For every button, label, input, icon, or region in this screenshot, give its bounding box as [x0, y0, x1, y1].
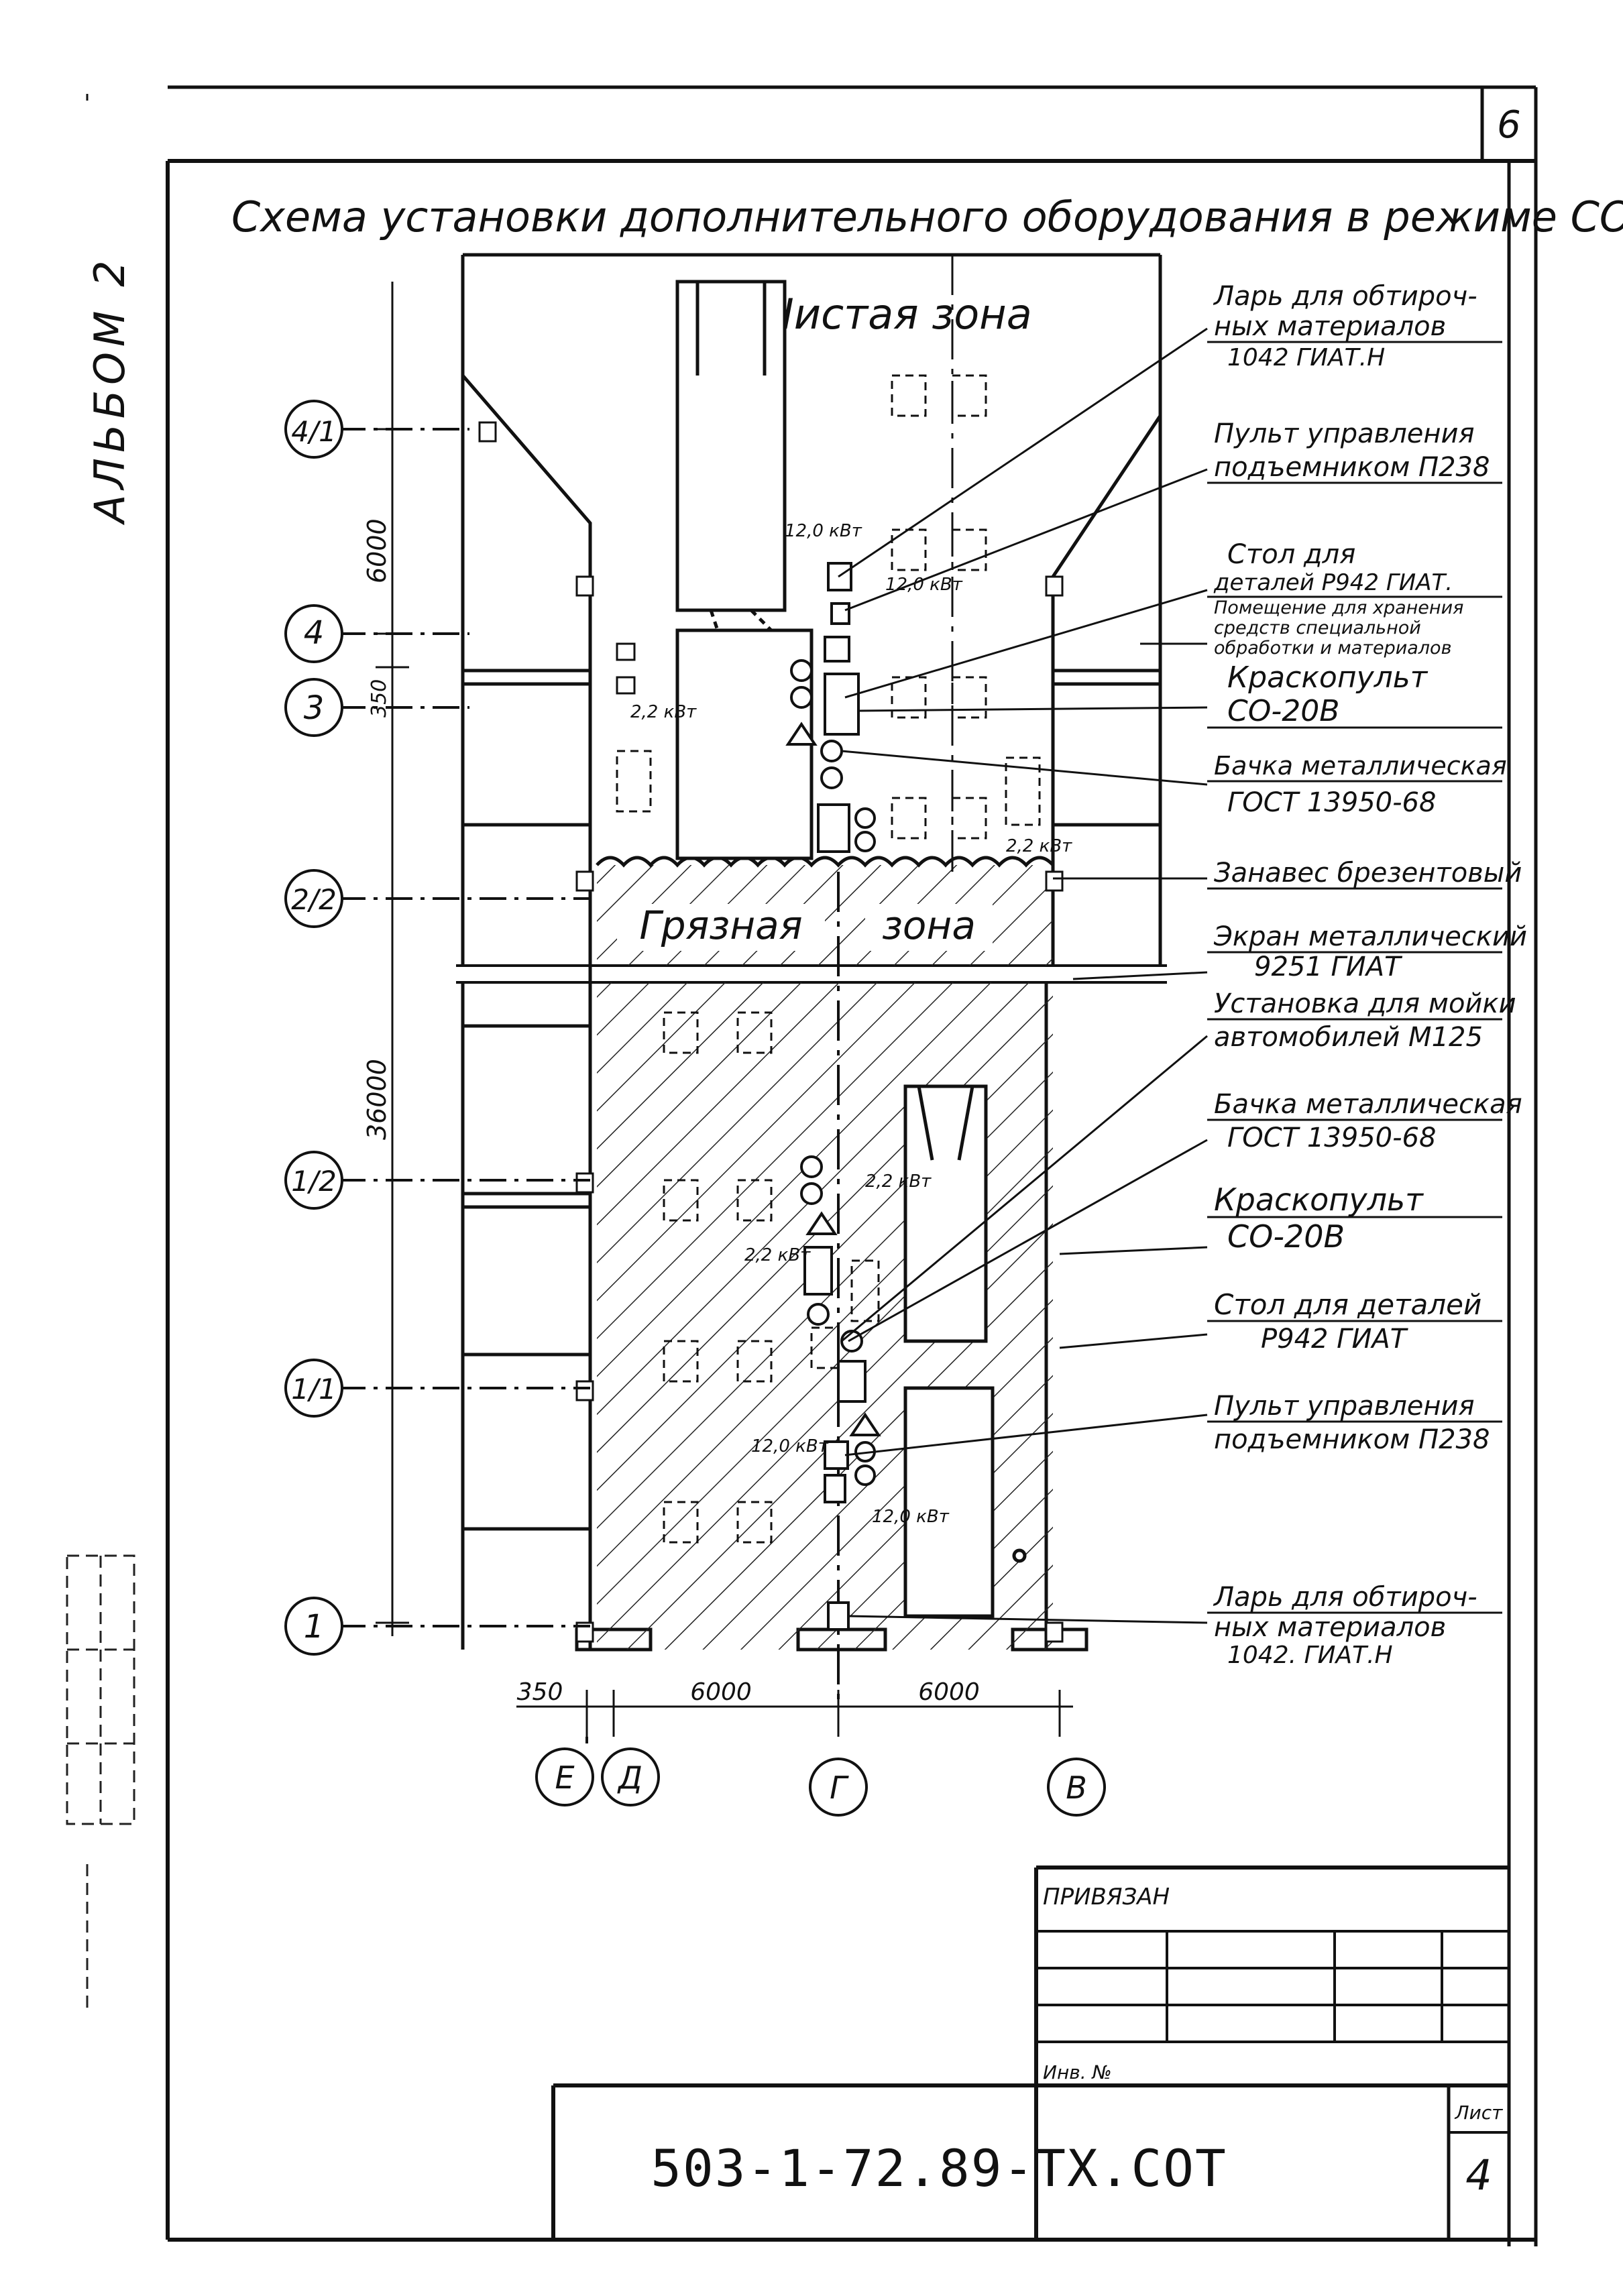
callout-line: Стол для [1227, 539, 1355, 570]
callout-line: СО-20В [1227, 694, 1339, 728]
corner-number: 6 [1497, 103, 1521, 147]
axis-label-column: В [1066, 1770, 1087, 1806]
callout-line: Занавес брезентовый [1214, 858, 1522, 888]
axis-label-row: 4 [304, 614, 325, 652]
tarpaulin-curtain [596, 856, 1054, 868]
callouts: Ларь для обтироч- ных материалов 1042 ГИ… [1213, 281, 1527, 1669]
sheet-label: Лист [1455, 2102, 1504, 2124]
callout-line: Установка для мойки [1214, 988, 1516, 1019]
callout-line: 1042 ГИАТ.Н [1227, 344, 1385, 371]
callout-line: ных материалов [1214, 1612, 1446, 1643]
callout-line: Краскопульт [1214, 1182, 1424, 1218]
dirty-zone-label-2: зона [882, 903, 976, 948]
power-label: 2,2 кВт [744, 1245, 811, 1265]
axis-label-row: 1 [304, 1608, 325, 1646]
vehicle-upper [675, 280, 814, 860]
horizontal-dimension [516, 1690, 1073, 1737]
callout-line: 1042. ГИАТ.Н [1227, 1642, 1393, 1669]
tie-label: ПРИВЯЗАН [1043, 1884, 1170, 1910]
equipment-symbols [785, 562, 881, 1631]
axis-label-row: 1/2 [291, 1165, 337, 1198]
callout-line: 9251 ГИАТ [1254, 952, 1403, 982]
power-label: 12,0 кВт [751, 1436, 829, 1456]
callout-underlines [1207, 341, 1502, 1614]
callout-line: обработки и материалов [1214, 638, 1452, 658]
dim-vertical-350: 350 [368, 679, 391, 718]
dirty-label-bg-2 [865, 904, 993, 951]
album-label: АЛЬБОМ 2 [85, 255, 134, 526]
power-label: 12,0 кВт [872, 1507, 950, 1527]
callout-line: подъемником П238 [1214, 452, 1490, 483]
callout-line: Экран металлический [1213, 921, 1527, 952]
drawing-title: Схема установки дополнительного оборудов… [231, 192, 1623, 241]
axis-label-column: Е [555, 1760, 574, 1796]
axis-label-column: Д [617, 1760, 642, 1796]
clean-zone-label: Чистая зона [765, 290, 1031, 339]
column-axis-bubbles [535, 1737, 1106, 1817]
power-label: 12,0 кВт [885, 575, 963, 595]
callout-line: Бачка металлическая [1214, 1089, 1522, 1120]
callout-leaders [838, 327, 1208, 1624]
axis-label-row: 4/1 [291, 415, 337, 448]
axis-label-column: Г [830, 1770, 849, 1806]
power-labels: 12,0 кВт 12,0 кВт 2,2 кВт 2,2 кВт 2,2 кВ… [630, 521, 1072, 1527]
power-label: 2,2 кВт [865, 1171, 932, 1192]
sheet-number: 4 [1465, 2150, 1492, 2199]
dim-vertical-6000: 6000 [362, 518, 392, 583]
axis-label-row: 3 [304, 689, 325, 727]
vehicle-lower [903, 1084, 1027, 1618]
sheet-frame [86, 85, 1538, 2246]
vertical-dimension [376, 282, 409, 1636]
inventory-label: Инв. № [1043, 2061, 1112, 2083]
dim-vertical-36000: 36000 [362, 1059, 392, 1140]
callout-line: ГОСТ 13950-68 [1227, 787, 1436, 818]
callout-line: деталей Р942 ГИАТ. [1213, 569, 1453, 596]
power-label: 2,2 кВт [630, 702, 697, 722]
row-axis-bubbles [284, 400, 590, 1656]
dirty-zone-label-1: Грязная [639, 903, 802, 948]
callout-line: Бачка металлическая [1214, 751, 1507, 781]
dirty-label-bg-1 [617, 904, 825, 951]
callout-line: Стол для деталей [1214, 1288, 1481, 1321]
dashed-equipment [616, 374, 1041, 1544]
callout-line: Ларь для обтироч- [1213, 281, 1477, 312]
callout-line: Р942 ГИАТ [1261, 1324, 1409, 1355]
power-label: 12,0 кВт [785, 521, 862, 541]
callout-line: Ларь для обтироч- [1213, 1582, 1477, 1613]
dim-horizontal-350: 350 [517, 1678, 563, 1706]
callout-line: автомобилей М125 [1214, 1022, 1483, 1053]
callout-line: СО-20В [1227, 1218, 1345, 1255]
callout-line: ГОСТ 13950-68 [1227, 1123, 1436, 1153]
power-label: 2,2 кВт [1006, 836, 1072, 856]
title-block [551, 1866, 1509, 2240]
document-code: 503-1-72.89-ТХ.СОТ [651, 2138, 1227, 2198]
margin-stamp [66, 1554, 135, 2012]
callout-line: средств специальной [1214, 618, 1421, 638]
callout-line: Пульт управления [1214, 418, 1475, 449]
dim-horizontal-6000: 6000 [918, 1678, 980, 1706]
callout-line: Помещение для хранения [1214, 597, 1463, 618]
dim-horizontal-6000: 6000 [690, 1678, 752, 1706]
callout-line: Пульт управления [1214, 1391, 1475, 1422]
callout-line: ных материалов [1214, 311, 1446, 342]
axis-label-row: 2/2 [291, 883, 337, 916]
callout-line: подъемником П238 [1214, 1424, 1490, 1455]
callout-line: Краскопульт [1227, 661, 1429, 695]
axis-label-row: 1/1 [291, 1373, 337, 1405]
